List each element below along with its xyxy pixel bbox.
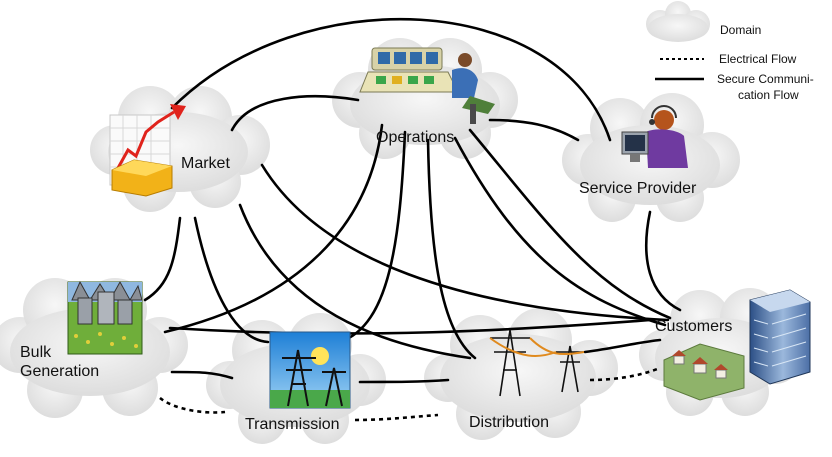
legend-domain-label: Domain — [720, 23, 761, 37]
operations-label: Operations — [376, 129, 454, 146]
elec-bulk-transmission — [159, 396, 226, 414]
link-bulk-customers — [168, 318, 652, 335]
service-agent-icon — [621, 105, 688, 168]
legend-secure-label-line1: Secure Communi- — [717, 72, 814, 86]
link-market-transmission — [193, 216, 270, 344]
elec-distribution-customers — [589, 366, 661, 382]
legend: Domain Electrical Flow Secure Communi- c… — [655, 23, 814, 102]
link-market-operations — [230, 95, 360, 132]
legend-electrical-label: Electrical Flow — [719, 52, 797, 66]
link-service-customers — [644, 210, 682, 312]
distribution-label: Distribution — [469, 414, 549, 431]
link-operations-service — [488, 118, 580, 142]
transmission-label: Transmission — [245, 416, 340, 433]
distribution-tower-icon — [489, 329, 585, 397]
link-ops-customers-2 — [468, 128, 672, 320]
power-plant-icon — [67, 280, 143, 355]
customers-building-icon — [663, 289, 811, 401]
market-label: Market — [181, 155, 230, 172]
service-provider-label: Service Provider — [579, 180, 697, 197]
customers-label: Customers — [655, 318, 732, 335]
link-bulk-transmission — [170, 370, 234, 380]
bulk-label-line2: Generation — [20, 363, 99, 380]
operator-console-icon — [359, 47, 495, 124]
link-operations-transmission — [338, 130, 407, 344]
market-chart-icon — [109, 104, 186, 197]
link-operations-distribution — [426, 138, 477, 360]
link-distribution-customers — [583, 338, 662, 354]
legend-secure-label-line2: cation Flow — [738, 88, 799, 102]
secure-communication-links — [143, 17, 682, 384]
electrical-flow-links — [159, 366, 661, 422]
link-transmission-distribution — [358, 378, 450, 384]
domain-labels: Market Operations Service Provider Bulk … — [20, 129, 732, 433]
elec-transmission-distribution — [354, 413, 439, 422]
link-operations-customers — [453, 136, 667, 327]
legend-domain-cloud — [646, 1, 710, 42]
bulk-label-line1: Bulk — [20, 344, 52, 361]
link-market-distribution — [238, 203, 472, 360]
link-market-customers — [260, 163, 670, 322]
link-market-bulk — [143, 216, 182, 302]
transmission-tower-icon — [269, 331, 351, 409]
link-operations-bulk — [163, 123, 384, 334]
link-market-service — [170, 17, 612, 142]
